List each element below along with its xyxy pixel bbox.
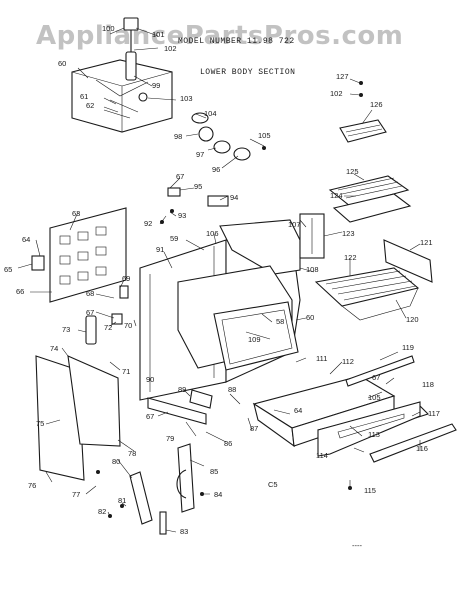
figure-code: C5	[268, 480, 278, 489]
leveling-legs-and-brackets	[96, 443, 352, 535]
callout: 88	[228, 385, 236, 394]
callout: 99	[152, 81, 160, 90]
callout: 81	[118, 496, 126, 505]
callout: 104	[204, 109, 217, 118]
callout: 86	[224, 439, 232, 448]
callout: 70	[124, 321, 132, 330]
callout: 73	[62, 325, 70, 334]
callout: 107	[288, 220, 301, 229]
callout: 67	[372, 373, 380, 382]
callout: 105	[368, 393, 381, 402]
callout: 94	[230, 193, 238, 202]
callout: 65	[4, 265, 12, 274]
callout-labels: 100 101 102 60 61 62 99 103 104 98 105 9…	[4, 24, 440, 536]
callout: 105	[258, 131, 271, 140]
callout: 109	[248, 335, 261, 344]
callout: 87	[250, 424, 258, 433]
callout: 71	[122, 367, 130, 376]
callout: 121	[420, 238, 433, 247]
callout: 61	[80, 92, 88, 101]
callout: 89	[178, 385, 186, 394]
callout: 123	[342, 229, 355, 238]
callout: 100	[102, 24, 115, 33]
callout: 68	[86, 289, 94, 298]
callout: 119	[402, 343, 414, 352]
callout: 69	[122, 274, 130, 283]
callout: 63	[72, 209, 80, 218]
watermark-text: AppliancePartsPros.com	[36, 21, 403, 51]
top-burner-box-assembly	[71, 17, 173, 133]
callout: 64	[294, 406, 302, 415]
callout: 75	[36, 419, 44, 428]
callout: 72	[104, 323, 112, 332]
callout: 122	[344, 253, 357, 262]
callout: 127	[336, 72, 349, 81]
callout: 78	[128, 449, 136, 458]
callout: 67	[86, 308, 94, 317]
callout: 98	[174, 132, 182, 141]
callout: 124	[330, 191, 343, 200]
callout: 118	[422, 380, 434, 389]
callout: 116	[416, 444, 428, 453]
model-number-line: MODEL NUMBER 11.98 722	[178, 37, 295, 46]
callout: 125	[346, 167, 359, 176]
callout: 90	[146, 375, 154, 384]
callout: 84	[214, 490, 222, 499]
section-title: LOWER BODY SECTION	[200, 68, 295, 77]
callout: 77	[72, 490, 80, 499]
callout: 58	[276, 317, 284, 326]
burner-parts	[160, 112, 266, 224]
callout: 113	[368, 430, 380, 439]
callout: 126	[370, 100, 383, 109]
oven-rack	[314, 239, 433, 321]
callout: 102	[164, 44, 177, 53]
callout: 103	[180, 94, 193, 103]
side-panel-left	[31, 207, 127, 303]
callout: 112	[342, 357, 354, 366]
callout: 102	[330, 89, 343, 98]
callout: 108	[306, 265, 319, 274]
callout: 59	[170, 234, 178, 243]
callout: 106	[206, 229, 219, 238]
callout: 74	[50, 344, 58, 353]
callout: 60	[58, 59, 66, 68]
callout: 114	[316, 451, 328, 460]
callout: 92	[144, 219, 152, 228]
callout: 115	[364, 486, 376, 495]
footer-stamp: ----	[352, 541, 362, 550]
callout: 93	[178, 211, 186, 220]
callout: 67	[176, 172, 184, 181]
callout: 96	[212, 165, 220, 174]
callout: 82	[98, 507, 106, 516]
leader-lines	[17, 27, 421, 533]
callout: 117	[428, 409, 440, 418]
callout: 79	[166, 434, 174, 443]
callout: 62	[86, 101, 94, 110]
callout: 97	[196, 150, 204, 159]
callout: 120	[406, 315, 419, 324]
callout: 64	[22, 235, 30, 244]
callout: 66	[16, 287, 24, 296]
callout: 101	[152, 30, 165, 39]
callout: 91	[156, 245, 164, 254]
oven-body-frame	[139, 213, 325, 401]
callout: 83	[180, 527, 188, 536]
callout: 85	[210, 467, 218, 476]
callout: 95	[194, 182, 202, 191]
callout: 60	[306, 313, 314, 322]
broiler-rack-parts	[328, 81, 412, 223]
callout: 67	[146, 412, 154, 421]
storage-drawer	[252, 355, 457, 463]
callout: 76	[28, 481, 36, 490]
callout: 80	[112, 457, 120, 466]
door-and-kickplate	[35, 285, 213, 481]
callout: 111	[316, 354, 327, 363]
